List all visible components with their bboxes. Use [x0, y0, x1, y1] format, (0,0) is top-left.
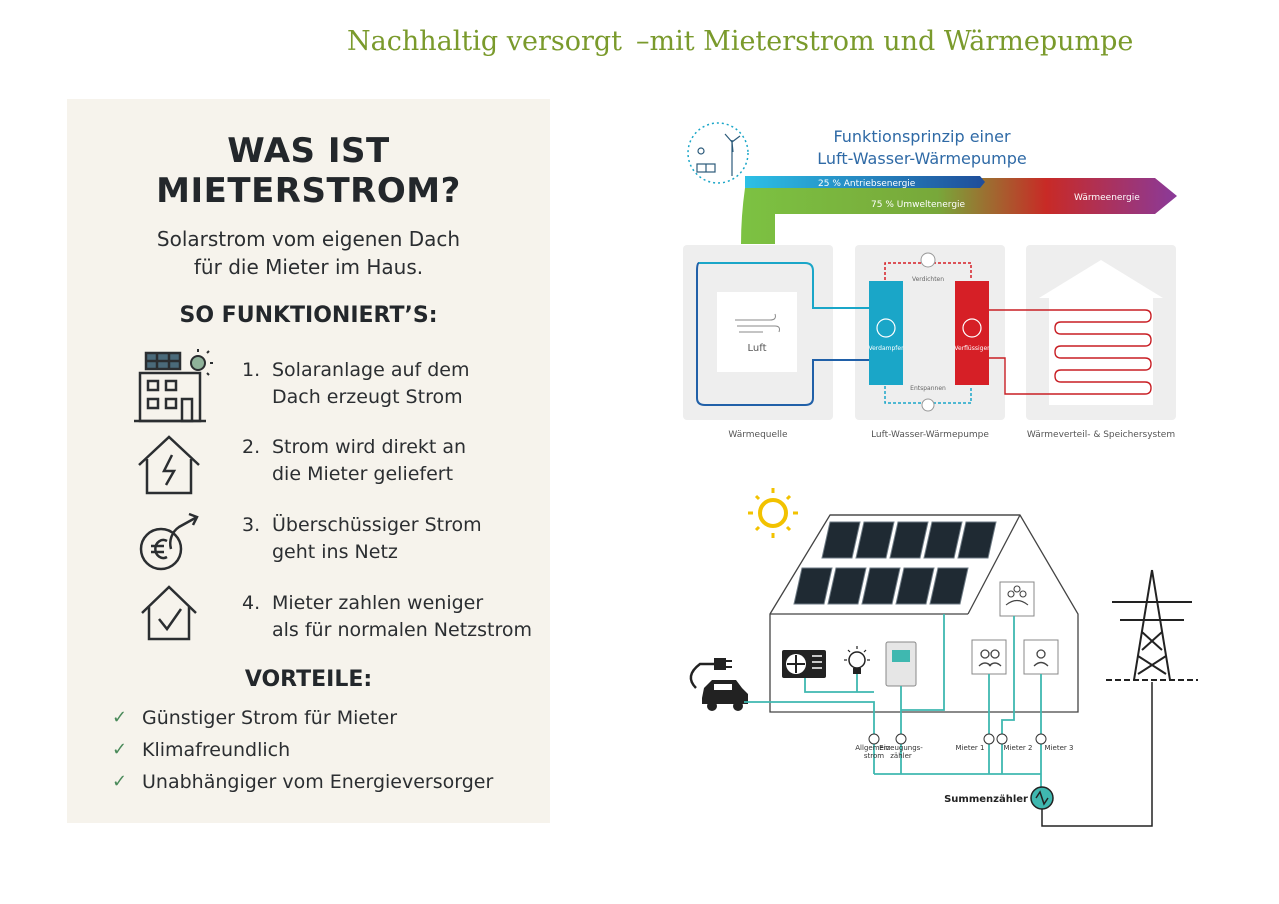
power-wiring [744, 614, 1042, 798]
verdichten-label: Verdichten [912, 276, 944, 283]
step-2-number: 2. [242, 436, 261, 458]
verfluessiger-label: Verflüssiger [954, 345, 990, 352]
meter-label-general-line: strom [864, 752, 884, 760]
solar-panel [855, 521, 895, 559]
solar-panel [957, 521, 997, 559]
entspannen-label: Entspannen [910, 385, 946, 392]
pump-label: Luft-Wasser-Wärmepumpe [871, 430, 989, 440]
air-wind-icon [735, 313, 780, 333]
expansion-valve-icon [921, 398, 935, 412]
title-part-1: Nachhaltig versorgt [347, 26, 622, 57]
drive-energy-label: 25 % Antriebsenergie [818, 179, 916, 189]
sum-meter-label: Summenzähler [944, 794, 1028, 805]
meter-label-generation-line: zähler [890, 752, 912, 760]
renewables-icon [687, 122, 749, 184]
solar-panel [929, 567, 969, 605]
meter-label-general-line: Allgemein- [855, 744, 893, 752]
meter-label-tenant-2: Mieter 2 [1004, 744, 1033, 752]
solar-panel [889, 521, 929, 559]
electric-car-icon [689, 658, 748, 711]
compressor-icon [920, 252, 936, 268]
euro-arrow-icon [139, 512, 199, 571]
panel-heading: WAS IST MIETERSTROM? [156, 131, 461, 211]
env-energy-label: 75 % Umweltenergie [871, 200, 966, 210]
drive-energy-arrow [745, 176, 985, 188]
solar-panel [827, 567, 867, 605]
how-heading: SO FUNKTIONIERT’S: [179, 303, 438, 328]
checkmark-icon: ✓ [112, 707, 128, 728]
condenser [955, 281, 989, 385]
step-1-text: Solaranlage auf dem Dach erzeugt Strom [272, 359, 470, 408]
heat-pump-diagram: Funktionsprinzip einer Luft-Wasser-Wärme… [683, 122, 1177, 440]
checkmark-icon: ✓ [112, 739, 128, 760]
step-4-text: Mieter zahlen weniger als für normalen N… [272, 592, 532, 641]
house-lightning-icon [138, 435, 200, 495]
meter-label-tenant-1: Mieter 1 [956, 744, 985, 752]
heatpump-title-2: Luft-Wasser-Wärmepumpe [817, 149, 1027, 168]
advantages-heading: VORTEILE: [244, 667, 373, 692]
advantage-item: ✓Klimafreundlich [112, 739, 291, 761]
advantage-item: ✓Unabhängiger vom Energieversorger [112, 771, 494, 793]
building-solar-icon [134, 349, 213, 423]
storage-label: Wärmeverteil- & Speichersystem [1027, 430, 1175, 440]
power-pylon-icon [1106, 569, 1198, 681]
source-label: Wärmequelle [728, 430, 788, 440]
energy-flow-arrow [741, 178, 1177, 244]
inverter [885, 641, 917, 687]
house-check-icon [141, 585, 197, 641]
solar-panels [793, 521, 997, 605]
meter-label-tenant-3: Mieter 3 [1045, 744, 1074, 752]
meter-label-generation: Erzeugungs-zähler [879, 744, 923, 760]
solar-panel [793, 567, 833, 605]
step-1-number: 1. [242, 359, 261, 381]
panel-subtitle: Solarstrom vom eigenen Dach für die Miet… [156, 227, 461, 279]
meter-label-general: Allgemein-strom [855, 744, 893, 760]
step-2-text: Strom wird direkt an die Mieter geliefer… [272, 436, 467, 485]
step-3-text: Überschüssiger Strom geht ins Netz [272, 514, 482, 563]
solar-panel [861, 567, 901, 605]
tenant-2-apartment [999, 581, 1035, 617]
sun-icon [748, 488, 798, 538]
heat-energy-label: Wärmeenergie [1074, 193, 1140, 203]
checkmark-icon: ✓ [112, 771, 128, 792]
step-3-number: 3. [242, 514, 261, 536]
floor-heating-coil [989, 309, 1152, 395]
step-4-number: 4. [242, 592, 261, 614]
title-part-2: –mit Mieterstrom und Wärmepumpe [636, 26, 1134, 57]
solar-panel [923, 521, 963, 559]
evaporator [869, 281, 903, 385]
mieterstrom-info-panel: WAS IST MIETERSTROM? Solarstrom vom eige… [67, 99, 550, 823]
meters [868, 733, 1047, 745]
tenant-3-apartment [1023, 639, 1059, 675]
advantage-item: ✓Günstiger Strom für Mieter [112, 707, 398, 729]
house-shape [1039, 260, 1163, 405]
light-bulb-icon [844, 646, 870, 674]
solar-panel [821, 521, 861, 559]
tenant-1-apartment [971, 639, 1007, 675]
solar-panel [895, 567, 935, 605]
verdampfer-label: Verdampfer [868, 345, 904, 352]
mieterstrom-house-diagram: Allgemein-strom Erzeugungs-zähler Mieter… [689, 488, 1198, 827]
heatpump-title-1: Funktionsprinzip einer [833, 127, 1011, 146]
meter-label-generation-line: Erzeugungs- [879, 744, 923, 752]
air-label: Luft [748, 343, 767, 354]
